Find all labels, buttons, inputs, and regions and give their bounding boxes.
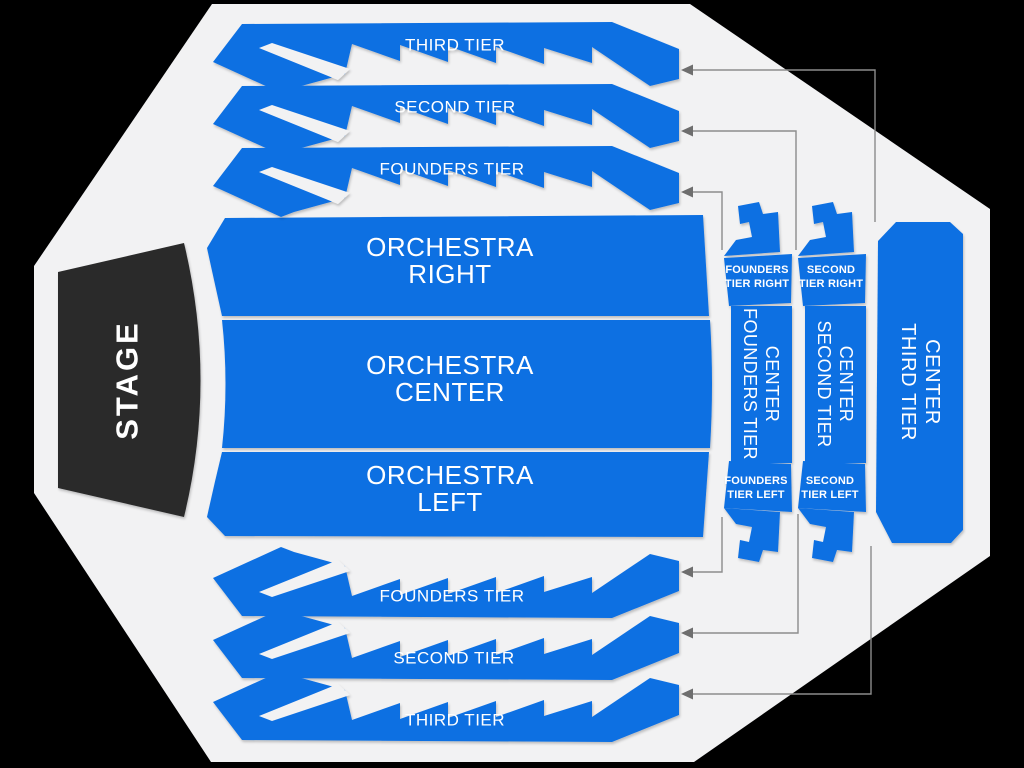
founders-tier-left-shape bbox=[724, 461, 792, 512]
arrow-left-icon bbox=[681, 688, 693, 700]
second-tier-center-label-line2: CENTER bbox=[836, 346, 856, 422]
connector-founders-tier-top bbox=[688, 191, 723, 250]
section-second-tier-center[interactable]: SECOND TIER CENTER bbox=[805, 306, 866, 463]
section-founders-tier-left[interactable]: FOUNDERS TIER LEFT bbox=[724, 461, 792, 512]
founders-tier-left-label-line1: FOUNDERS bbox=[724, 475, 787, 487]
bottom-tier-rows: FOUNDERS TIER SECOND TIER THIRD TIER bbox=[213, 547, 679, 742]
third-tier-bottom-label: THIRD TIER bbox=[405, 711, 505, 730]
third-tier-center-label-line1: THIRD TIER bbox=[897, 323, 919, 441]
connector-third-tier-top bbox=[688, 69, 876, 222]
founders-tier-center-shape bbox=[731, 306, 792, 463]
founders-tier-top-label: FOUNDERS TIER bbox=[379, 160, 524, 179]
orchestra-sections: ORCHESTRA RIGHT ORCHESTRA CENTER ORCHEST… bbox=[207, 215, 712, 537]
third-tier-top-label: THIRD TIER bbox=[405, 36, 505, 55]
orchestra-left-label-line2: LEFT bbox=[417, 487, 483, 517]
stage-label: STAGE bbox=[110, 320, 145, 440]
section-second-tier-right[interactable]: SECOND TIER RIGHT bbox=[798, 254, 866, 306]
section-second-tier-left[interactable]: SECOND TIER LEFT bbox=[798, 461, 866, 512]
orchestra-left-shape bbox=[207, 452, 709, 537]
founders-tier-bottom-label: FOUNDERS TIER bbox=[379, 587, 524, 606]
arrow-left-icon bbox=[681, 186, 693, 198]
stage-shape bbox=[58, 243, 201, 517]
orchestra-right-shape bbox=[207, 215, 709, 316]
arrow-left-icon bbox=[681, 566, 693, 578]
section-second-tier-bottom[interactable]: SECOND TIER bbox=[213, 609, 679, 680]
connector-second-tier-top bbox=[688, 130, 797, 250]
section-founders-tier-center[interactable]: FOUNDERS TIER CENTER bbox=[731, 306, 792, 463]
founders-tier-left-label-line2: TIER LEFT bbox=[727, 489, 784, 501]
orchestra-left-label-line1: ORCHESTRA bbox=[366, 460, 534, 490]
orchestra-right-label-line2: RIGHT bbox=[408, 259, 491, 289]
section-third-tier-center[interactable]: THIRD TIER CENTER bbox=[876, 222, 963, 543]
founders-tier-right-shape bbox=[724, 254, 792, 306]
stage: STAGE bbox=[58, 243, 201, 517]
orchestra-right-label-line1: ORCHESTRA bbox=[366, 232, 534, 262]
section-founders-tier-right[interactable]: FOUNDERS TIER RIGHT bbox=[724, 254, 792, 306]
second-tier-column: SECOND TIER RIGHT SECOND TIER CENTER SEC… bbox=[798, 202, 866, 562]
founders-tier-right-label-line2: TIER RIGHT bbox=[725, 278, 789, 290]
founders-tier-center-label-line2: CENTER bbox=[762, 346, 782, 422]
third-tier-center-shape bbox=[876, 222, 963, 543]
section-connectors bbox=[681, 64, 876, 700]
third-tier-center-label-line2: CENTER bbox=[921, 339, 943, 425]
section-third-tier-bottom[interactable]: THIRD TIER bbox=[213, 671, 679, 742]
second-tier-center-label-line1: SECOND TIER bbox=[814, 320, 834, 447]
section-orchestra-center[interactable]: ORCHESTRA CENTER bbox=[222, 320, 712, 448]
orchestra-center-label-line1: ORCHESTRA bbox=[366, 350, 534, 380]
arrow-left-icon bbox=[681, 627, 693, 639]
connector-founders-tier-bottom bbox=[688, 517, 723, 573]
arrow-left-icon bbox=[681, 125, 693, 137]
connector-second-tier-bottom bbox=[688, 514, 799, 634]
orchestra-center-shape bbox=[222, 320, 712, 448]
section-second-tier-top[interactable]: SECOND TIER bbox=[213, 84, 679, 155]
founders-tier-right-label-line1: FOUNDERS bbox=[725, 264, 788, 276]
second-tier-left-label-line2: TIER LEFT bbox=[801, 489, 858, 501]
section-orchestra-left[interactable]: ORCHESTRA LEFT bbox=[207, 452, 709, 537]
second-tier-left-label-line1: SECOND bbox=[806, 475, 854, 487]
founders-tier-column: FOUNDERS TIER RIGHT FOUNDERS TIER CENTER… bbox=[724, 202, 792, 562]
connector-third-tier-bottom bbox=[688, 546, 872, 695]
second-tier-right-shape bbox=[798, 254, 866, 306]
orchestra-center-label-line2: CENTER bbox=[395, 377, 505, 407]
top-tier-rows: THIRD TIER SECOND TIER FOUNDERS TIER bbox=[213, 22, 679, 217]
second-tier-bottom-label: SECOND TIER bbox=[393, 649, 514, 668]
section-orchestra-right[interactable]: ORCHESTRA RIGHT bbox=[207, 215, 709, 316]
founders-tier-center-label-line1: FOUNDERS TIER bbox=[740, 308, 760, 460]
second-tier-right-label-line2: TIER RIGHT bbox=[799, 278, 863, 290]
second-tier-center-shape bbox=[805, 306, 866, 463]
second-tier-right-label-line1: SECOND bbox=[807, 264, 855, 276]
second-tier-top-label: SECOND TIER bbox=[394, 98, 515, 117]
arrow-left-icon bbox=[681, 64, 693, 76]
second-tier-left-shape bbox=[798, 461, 866, 512]
section-founders-tier-top[interactable]: FOUNDERS TIER bbox=[213, 146, 679, 217]
section-third-tier-top[interactable]: THIRD TIER bbox=[213, 22, 679, 93]
section-founders-tier-bottom[interactable]: FOUNDERS TIER bbox=[213, 547, 679, 618]
